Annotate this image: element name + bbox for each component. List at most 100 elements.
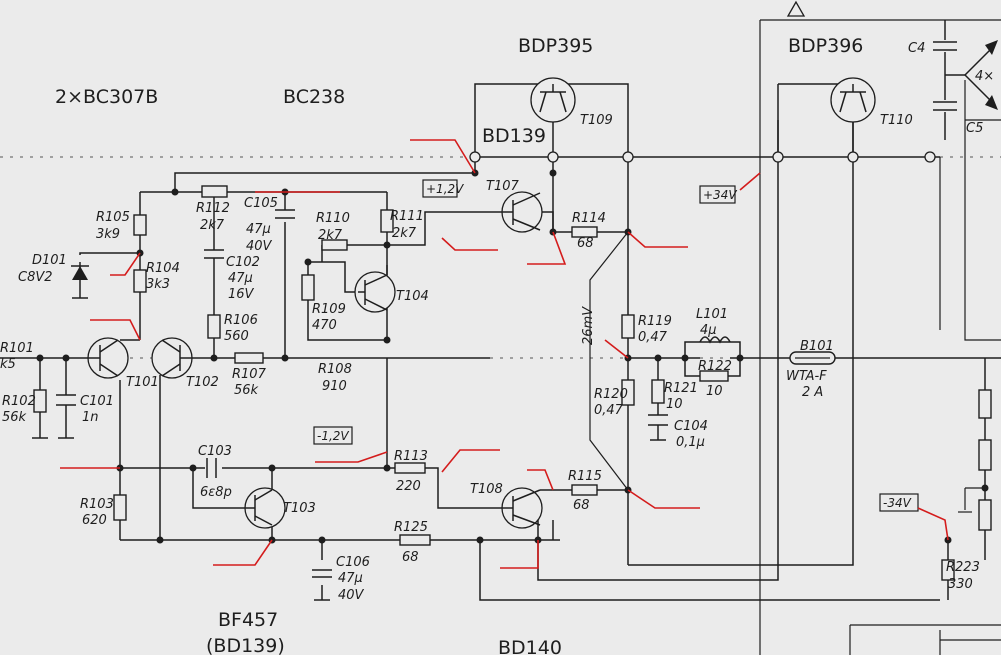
text-minus-34v: -34V bbox=[883, 496, 912, 510]
value-r111: 2k7 bbox=[392, 226, 417, 241]
value-r125: 68 bbox=[402, 550, 419, 565]
value-c106: 47µ bbox=[338, 571, 363, 586]
value-r106: 560 bbox=[224, 329, 249, 344]
label-2xbc307b: 2×BC307B bbox=[55, 86, 158, 108]
label-r115: R115 bbox=[568, 469, 602, 484]
transistor-t108 bbox=[500, 487, 543, 529]
text-26mv: 26mV bbox=[581, 306, 596, 345]
label-r121: R121 bbox=[664, 381, 698, 396]
label-c103: C103 bbox=[198, 444, 232, 459]
text-minus-1-2v: -1,2V bbox=[317, 429, 349, 443]
resistor-r223 bbox=[941, 559, 955, 581]
value-r223: 330 bbox=[948, 577, 973, 592]
resistor-r107 bbox=[234, 352, 264, 364]
bridge-diode-2 bbox=[985, 95, 998, 110]
label-c106: C106 bbox=[336, 555, 370, 570]
label-t108: T108 bbox=[470, 482, 503, 497]
label-r105: R105 bbox=[96, 210, 130, 225]
label-bdp396: BDP396 bbox=[788, 35, 863, 57]
resistor-r105 bbox=[133, 214, 147, 236]
label-bd139-paren: (BD139) bbox=[206, 635, 285, 655]
label-t109: T109 bbox=[580, 113, 613, 128]
red-annotation-marks bbox=[60, 139, 949, 569]
value-c101: 1n bbox=[82, 410, 99, 425]
capacitor-c106 bbox=[312, 569, 332, 578]
resistor-r110 bbox=[321, 239, 348, 251]
resistor-r112 bbox=[201, 185, 228, 198]
label-bd140: BD140 bbox=[498, 637, 562, 655]
resistor-r122 bbox=[699, 370, 729, 382]
label-bc238: BC238 bbox=[283, 86, 345, 108]
capacitor-c103 bbox=[206, 458, 217, 478]
label-c104: C104 bbox=[674, 419, 708, 434]
label-r125: R125 bbox=[394, 520, 428, 535]
zener-diode-d101 bbox=[71, 265, 89, 280]
label-c4: C4 bbox=[908, 41, 925, 56]
label-c101: C101 bbox=[80, 394, 114, 409]
label-r106: R106 bbox=[224, 313, 258, 328]
value-r103: 620 bbox=[82, 513, 107, 528]
label-c105: C105 bbox=[244, 196, 278, 211]
resistor-right-3 bbox=[978, 499, 992, 531]
label-bridge: 4× bbox=[975, 69, 994, 84]
label-t101: T101 bbox=[126, 375, 159, 390]
label-r103: R103 bbox=[80, 497, 114, 512]
minus-1-2v-box bbox=[313, 426, 353, 445]
value-c103: 6ε8p bbox=[200, 485, 232, 500]
voltage-c102: 16V bbox=[228, 287, 255, 302]
transistor-t103 bbox=[244, 487, 286, 529]
capacitor-c5 bbox=[933, 101, 957, 111]
voltage-c105: 40V bbox=[246, 239, 273, 254]
capacitor-c4 bbox=[933, 41, 957, 51]
label-t102: T102 bbox=[186, 375, 219, 390]
label-c102: C102 bbox=[226, 255, 260, 270]
text-plus-34v: +34V bbox=[703, 188, 737, 202]
label-r110: R110 bbox=[316, 211, 350, 226]
resistor-right-1 bbox=[978, 389, 992, 419]
value-r104: 3k3 bbox=[146, 277, 170, 292]
label-r119: R119 bbox=[638, 314, 672, 329]
resistor-right-2 bbox=[978, 439, 992, 471]
capacitor-c104 bbox=[648, 414, 668, 426]
label-r101: R101 bbox=[0, 341, 34, 356]
label-r109: R109 bbox=[312, 302, 346, 317]
transistor-t104 bbox=[354, 271, 396, 313]
capacitor-c105 bbox=[275, 209, 295, 219]
resistor-r106 bbox=[207, 314, 221, 339]
label-r112: R112 bbox=[196, 201, 230, 216]
value-r102: 56k bbox=[2, 410, 27, 425]
transistor-t102 bbox=[151, 337, 193, 379]
plus-34v-box bbox=[699, 185, 736, 204]
label-d101: D101 bbox=[32, 253, 67, 268]
value-r109: 470 bbox=[312, 318, 337, 333]
transistor-t110 bbox=[830, 77, 876, 123]
value-r122: 10 bbox=[706, 384, 723, 399]
value-r115: 68 bbox=[573, 498, 590, 513]
resistor-r125 bbox=[399, 534, 431, 546]
label-t103: T103 bbox=[283, 501, 316, 516]
transistor-t109 bbox=[530, 77, 576, 123]
label-r120: R120 bbox=[594, 387, 628, 402]
label-r111: R111 bbox=[390, 209, 424, 224]
label-t110: T110 bbox=[880, 113, 913, 128]
label-bd139: BD139 bbox=[482, 125, 546, 147]
resistor-r103 bbox=[113, 494, 127, 521]
value-r113: 220 bbox=[396, 479, 421, 494]
label-r102: R102 bbox=[2, 394, 36, 409]
label-r223: R223 bbox=[946, 560, 980, 575]
label-r114: R114 bbox=[572, 211, 606, 226]
label-r107: R107 bbox=[232, 367, 267, 382]
value-b101: WTA-F bbox=[786, 369, 827, 384]
value-r121: 10 bbox=[666, 397, 683, 412]
resistor-r120 bbox=[621, 379, 635, 406]
resistor-r104 bbox=[133, 269, 147, 293]
bridge-diode-1 bbox=[985, 40, 998, 55]
label-r108: R108 bbox=[318, 362, 352, 377]
value-r114: 68 bbox=[577, 236, 594, 251]
value-r119: 0,47 bbox=[638, 330, 668, 345]
label-c5: C5 bbox=[966, 121, 983, 136]
value-d101: C8V2 bbox=[18, 270, 53, 285]
minus-34v-box bbox=[879, 493, 919, 512]
resistor-r113 bbox=[394, 462, 426, 474]
